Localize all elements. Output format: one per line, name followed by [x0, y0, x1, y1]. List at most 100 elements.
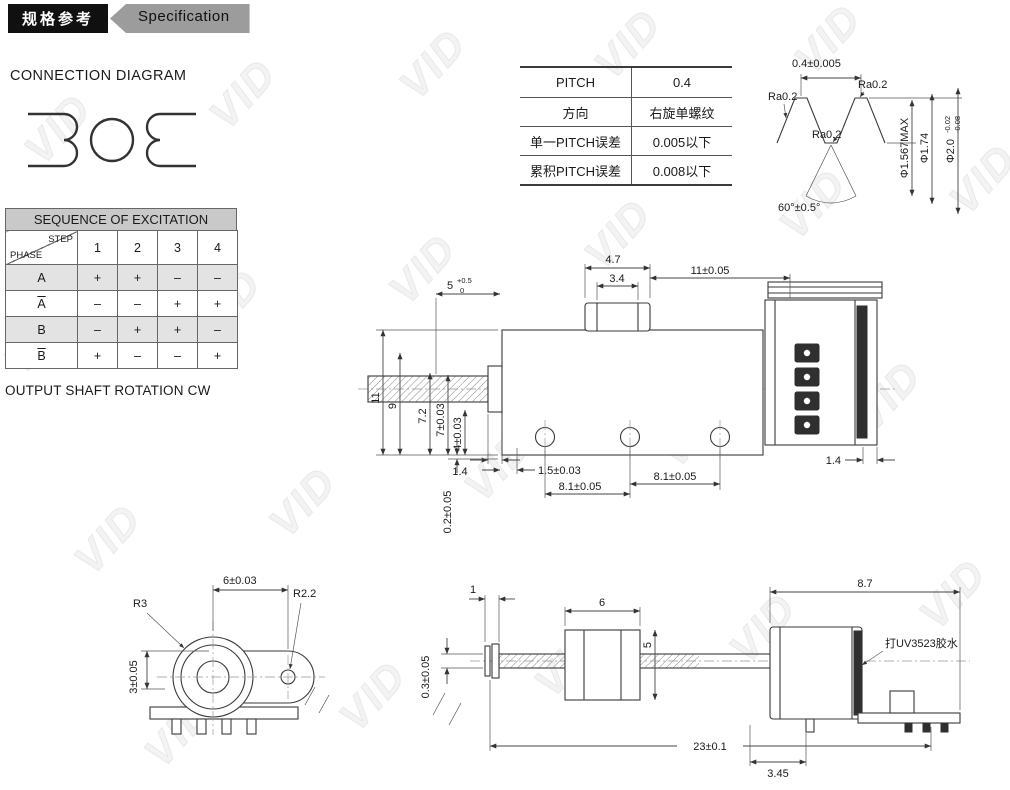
- dim-major-diameter: Φ2.0 -0.02 -0.08: [943, 116, 962, 163]
- side-outline: [432, 626, 970, 733]
- screw-flange: [487, 365, 503, 413]
- table-row: 方向 右旋单螺纹: [520, 97, 732, 126]
- phase-a: A: [37, 270, 46, 285]
- front-dimensions: 6±0.03 R3 R2.2 3±0.05: [128, 575, 316, 694]
- step-col-2: 2: [117, 230, 158, 265]
- spec-label: 单一PITCH误差: [520, 127, 632, 155]
- watermark: VID: [259, 457, 346, 546]
- watermark: VID: [389, 19, 476, 108]
- excitation-cell: +: [117, 316, 158, 343]
- spec-label: PITCH: [520, 68, 632, 97]
- phase-row-label: A: [5, 264, 78, 291]
- excitation-cell: –: [157, 342, 198, 369]
- dim-6: 6: [599, 597, 605, 609]
- rotor-circle: [89, 117, 135, 163]
- end-cap: [856, 305, 868, 439]
- end-cap-side: [853, 630, 863, 716]
- dim-5: 5: [447, 280, 453, 292]
- dim-3_4: 3.4: [609, 273, 624, 285]
- thread-outline: [776, 97, 962, 204]
- phase-row-label: A: [5, 290, 78, 317]
- excitation-cell: +: [117, 264, 158, 291]
- excitation-cell: –: [117, 290, 158, 317]
- phase-row-label: B: [5, 342, 78, 369]
- dim-1_5-tol: 1.5±0.03: [538, 465, 581, 477]
- spec-value: 0.4: [672, 75, 692, 90]
- phase-b-bar: B: [37, 348, 46, 363]
- motor-can-side: [769, 626, 863, 720]
- washer: [491, 643, 500, 679]
- dim-9: 9: [387, 403, 399, 409]
- dim-11: 11: [370, 392, 382, 403]
- dim-8_7: 8.7: [857, 578, 872, 590]
- assembly-dimensions: 5 +0.5 0 4.7 3.4 11±0.05 11 9 7.2 7±0.03: [370, 254, 895, 533]
- front-outline: [149, 621, 330, 735]
- pcb-pad: [922, 722, 931, 733]
- excitation-cell: –: [77, 316, 118, 343]
- title-english: Specification: [110, 4, 250, 33]
- excitation-cell: –: [157, 264, 198, 291]
- dim-1_4-right: 1.4: [826, 455, 841, 467]
- dim-pitch: 0.4±0.005: [792, 58, 841, 70]
- glue-note: 打UV3523胶水: [885, 636, 958, 650]
- excitation-title: SEQUENCE OF EXCITATION: [5, 208, 237, 230]
- dim-0_3-tol: 0.3±0.05: [420, 656, 432, 699]
- corner-cell: STEP PHASE: [5, 230, 78, 265]
- dim-11-tol: 11±0.05: [691, 265, 730, 277]
- excitation-cell: –: [77, 290, 118, 317]
- excitation-cell: +: [157, 290, 198, 317]
- dim-23-tol: 23±0.1: [693, 741, 727, 753]
- spec-value: 0.005以下: [652, 134, 712, 150]
- dim-5: 5: [642, 642, 654, 648]
- thread-profile-detail: 0.4±0.005 Ra0.2 Ra0.2 Ra0.2 60°±0.5° Φ1.…: [768, 58, 962, 215]
- dim-r3: R3: [133, 598, 147, 610]
- terminal-strip: [767, 281, 883, 299]
- dim-8_1-a: 8.1±0.05: [559, 481, 602, 493]
- rotation-note: OUTPUT SHAFT ROTATION CW: [5, 383, 211, 398]
- dim-0_2-tol: 0.2±0.05: [442, 491, 454, 534]
- phase-label: PHASE: [10, 250, 43, 261]
- phase-a-bar: A: [37, 296, 46, 311]
- side-view: 1 6 5 8.7 23±0.1 3.45 0.3±0.05: [420, 578, 970, 780]
- table-row: 单一PITCH误差 0.005以下: [520, 126, 732, 155]
- excitation-cell: +: [77, 342, 118, 369]
- break-marks: [304, 686, 330, 714]
- pcb-component: [889, 690, 915, 714]
- watermark: VID: [199, 49, 286, 138]
- spec-label: 方向: [520, 98, 632, 126]
- dim-3_45: 3.45: [767, 768, 788, 780]
- motor-pin: [805, 718, 815, 733]
- washer: [484, 645, 491, 677]
- excitation-section: SEQUENCE OF EXCITATION STEP PHASE 1 2 3 …: [5, 208, 238, 398]
- break-marks: [432, 692, 462, 726]
- dim-5-tol-lower: 0: [460, 286, 464, 295]
- excitation-table: STEP PHASE 1 2 3 4 A + + – – A – – + +: [5, 230, 238, 369]
- phase-row-label: B: [5, 316, 78, 343]
- pitch-spec-table: PITCH 0.4 方向 右旋单螺纹 单一PITCH误差 0.005以下 累积P…: [520, 66, 732, 186]
- left-coil: [28, 112, 79, 168]
- excitation-cell: –: [197, 264, 238, 291]
- dim-thread-angle: 60°±0.5°: [778, 202, 820, 214]
- phase-b: B: [37, 322, 46, 337]
- front-view: 6±0.03 R3 R2.2 3±0.05: [128, 575, 330, 735]
- dim-5-tol-upper: +0.5: [457, 276, 472, 285]
- table-row: PITCH 0.4: [520, 68, 732, 97]
- connection-diagram-title: CONNECTION DIAGRAM: [10, 68, 187, 84]
- spec-label: 累积PITCH误差: [520, 156, 632, 184]
- spec-value: 0.008以下: [652, 163, 712, 179]
- pin: [196, 718, 207, 735]
- side-dimensions: 1 6 5 8.7 23±0.1 3.45 0.3±0.05: [420, 578, 961, 780]
- excitation-cell: +: [197, 342, 238, 369]
- pin: [246, 718, 257, 735]
- dim-ra-flank: Ra0.2: [768, 91, 797, 103]
- coil-symbols: [28, 112, 196, 168]
- dim-6-tol: 6±0.03: [223, 575, 257, 587]
- page-header: 规格参考 Specification: [8, 4, 250, 33]
- dim-pitch-diameter: Φ1.74: [919, 133, 931, 163]
- pcb: [857, 712, 961, 724]
- pcb-pad: [940, 722, 949, 733]
- thread-dimensions: 0.4±0.005 Ra0.2 Ra0.2 Ra0.2 60°±0.5° Φ1.…: [768, 58, 962, 215]
- table-row: 累积PITCH误差 0.008以下: [520, 155, 732, 184]
- step-label: STEP: [48, 234, 73, 245]
